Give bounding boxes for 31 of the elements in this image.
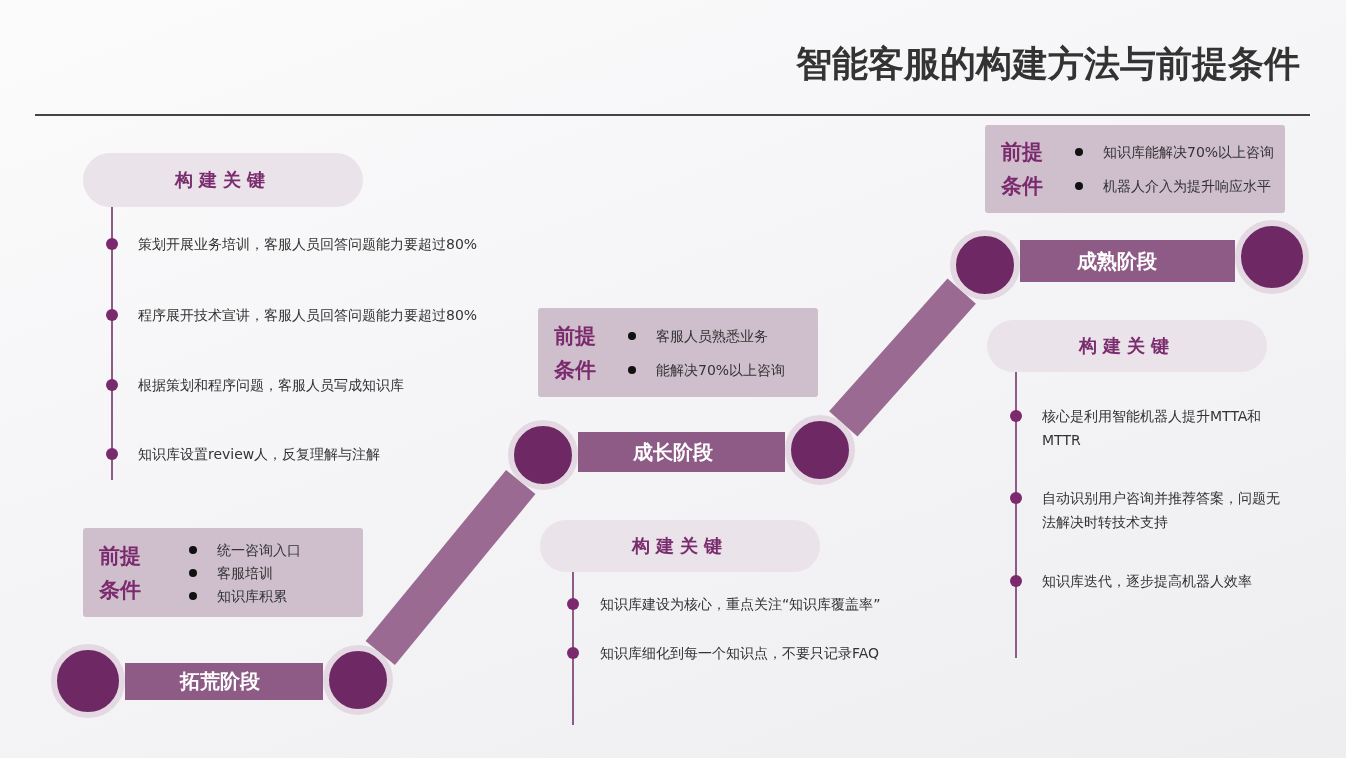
stage-bar: 拓荒阶段 xyxy=(125,663,323,700)
stage-bar: 成熟阶段 xyxy=(1020,240,1235,282)
stage-bar: 成长阶段 xyxy=(578,432,785,472)
list-item: 知识库积累 xyxy=(217,586,287,606)
list-item: 客服人员熟悉业务 xyxy=(656,326,768,346)
list-item: 知识库建设为核心，重点关注“知识库覆盖率” xyxy=(600,595,882,614)
list-item: 知识库细化到每一个知识点，不要只记录FAQ xyxy=(600,644,881,663)
condition-card xyxy=(985,125,1285,213)
list-item: 程序展开技术宣讲，客服人员回答问题能力要超过80% xyxy=(138,306,479,325)
list-item: 根据策划和程序问题，客服人员写成知识库 xyxy=(138,376,405,395)
section-header: 构建关键 xyxy=(540,520,820,572)
card-heading: 前提条件 xyxy=(554,322,597,384)
card-heading: 前提条件 xyxy=(1001,139,1044,200)
card-heading: 前提条件 xyxy=(99,542,142,604)
list-item: 知识库能解决70%以上咨询 xyxy=(1103,143,1275,162)
list-item: 自动识别用户咨询并推荐答案，问题无法解决时转技术支持 xyxy=(1042,489,1281,532)
list-item: 能解决70%以上咨询 xyxy=(656,360,786,380)
section-header: 构建关键 xyxy=(83,153,363,207)
list-item: 客服培训 xyxy=(217,563,273,583)
connector-band xyxy=(829,278,976,437)
list-item: 策划开展业务培训，客服人员回答问题能力要超过80% xyxy=(138,235,479,254)
condition-card xyxy=(83,528,363,617)
list-item: 核心是利用智能机器人提升MTTA和MTTR xyxy=(1042,407,1263,450)
list-item: 机器人介入为提升响应水平 xyxy=(1103,177,1271,196)
list-item: 知识库设置review人，反复理解与注解 xyxy=(138,445,382,464)
connector-band xyxy=(365,469,536,666)
title: 智能客服的构建方法与前提条件 xyxy=(796,42,1300,86)
section-header: 构建关键 xyxy=(987,320,1267,372)
list-item: 知识库迭代，逐步提高机器人效率 xyxy=(1042,572,1253,591)
condition-card xyxy=(538,308,818,397)
list-item: 统一咨询入口 xyxy=(217,540,301,560)
